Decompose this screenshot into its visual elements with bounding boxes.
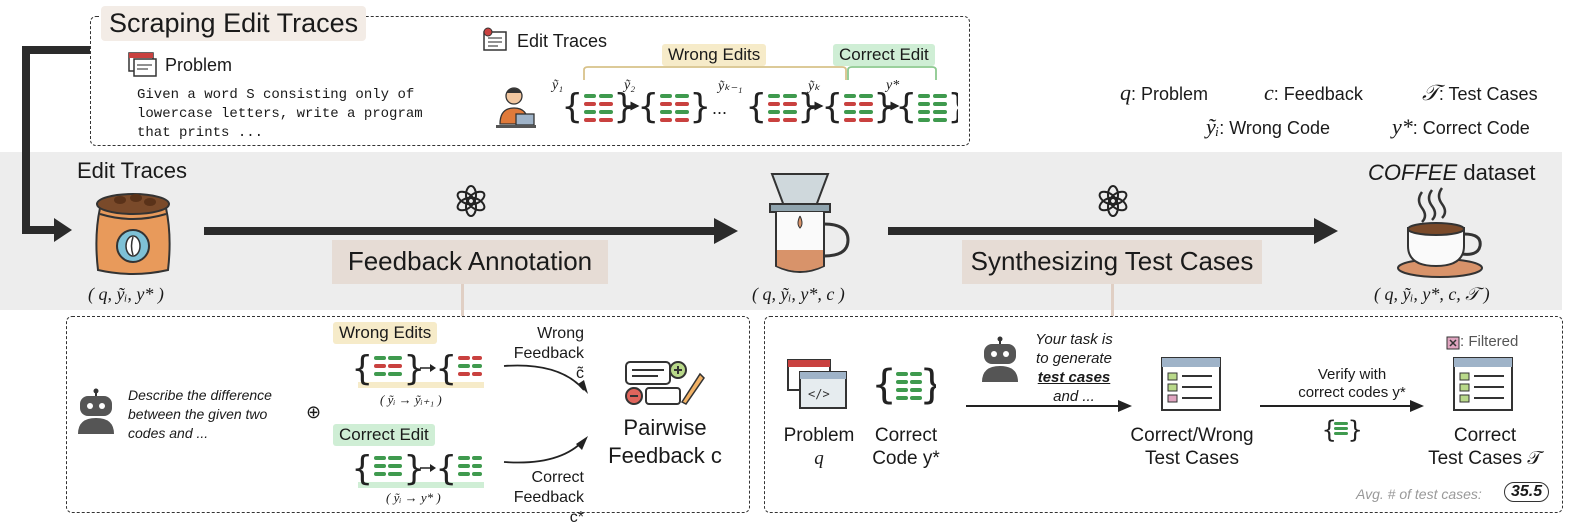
svg-text:{: { (1322, 416, 1336, 444)
legend-text-problem: : Problem (1131, 84, 1209, 104)
legend-text-feedback: : Feedback (1273, 84, 1363, 104)
svg-text:</>: </> (808, 387, 830, 401)
legend-row-2b: y*: Correct Code (1392, 114, 1530, 140)
task-arrow (966, 400, 1132, 412)
legend-symbol-t: 𝒯 (1422, 80, 1439, 105)
edit-traces-label: Edit Traces (77, 158, 188, 183)
svg-text:}: } (1348, 416, 1362, 444)
edit-traces-icon (483, 27, 507, 51)
correct-edit-pill: Correct Edit (333, 424, 435, 446)
pairwise-feedback-label: Pairwise Feedback c (608, 415, 722, 468)
correct-code-icon: { } (872, 362, 936, 408)
correct-edit-pill-top: Correct Edit (833, 44, 935, 66)
code-stack-icon: { } (1322, 416, 1362, 444)
edit-trace-sequence: { } { } (562, 87, 958, 127)
synth-stem (1111, 284, 1114, 316)
trace-symbol-k-1: ỹₖ₋₁ (718, 79, 743, 94)
avg-testcases-label: Avg. # of test cases: (1356, 486, 1482, 502)
problem-text: Given a word S consisting only of lowerc… (137, 87, 423, 141)
cw-testcases-label: Correct/Wrong Test Cases (1130, 425, 1254, 469)
pairwise-feedback-icon (625, 361, 705, 405)
connector-arrow (22, 46, 90, 242)
verify-label: Verify with correct codes y* (1298, 366, 1406, 401)
correct-edit-pair: { } { (352, 449, 484, 489)
stage3-tuple: ( q, ỹᵢ, y*, c, 𝒯 ) (1374, 284, 1490, 304)
pour-over-icon (769, 173, 850, 273)
svg-text:{: { (352, 449, 372, 489)
correct-testcases-label: Correct Test Cases 𝒯 (1428, 425, 1542, 469)
trace-ellipsis: ... (712, 98, 728, 118)
programmer-icon (496, 87, 536, 128)
legend-text-testcases: : Test Cases (1438, 84, 1538, 104)
trace-symbol-star: y* (886, 78, 900, 93)
correct-testcases-icon (1453, 357, 1513, 411)
problem-label: Problem (165, 55, 233, 75)
cw-testcases-icon (1161, 357, 1221, 411)
legend-text-correct: : Correct Code (1412, 118, 1530, 138)
edit-traces-label-top: Edit Traces (517, 31, 608, 51)
coffee-cup-icon (1397, 187, 1483, 278)
legend-symbol-yi: ỹᵢ (1206, 114, 1220, 139)
svg-text:}: } (920, 362, 936, 408)
trace-symbol-k: ỹₖ (808, 79, 821, 94)
legend-row-1b: c: Feedback (1264, 80, 1363, 106)
feedback-annotation-label: Feedback Annotation (347, 246, 593, 276)
wrong-edits-formula: ( ỹᵢ → ỹᵢ₊₁ ) (380, 392, 442, 407)
correct-edit-formula: ( ỹᵢ → y* ) (386, 490, 441, 505)
correct-feedback-label: Correct Feedback c* (513, 469, 584, 526)
synth-arrow (888, 218, 1338, 244)
robot-icon (78, 388, 114, 434)
svg-text:{: { (436, 349, 456, 389)
robot-icon-2 (982, 336, 1018, 382)
filtered-legend-icon (1446, 336, 1460, 350)
legend-symbol-ystar: y* (1392, 114, 1413, 139)
dataset-suffix: dataset (1457, 160, 1536, 185)
annotation-stem (461, 284, 464, 316)
legend-text-wrong: : Wrong Code (1219, 118, 1330, 138)
edit-brackets (583, 66, 937, 80)
problem-q-label: Problem q (783, 425, 855, 469)
openai-logo-icon (456, 185, 486, 217)
trace-symbol-1: ỹ₁ (552, 78, 564, 93)
annotation-arrow (204, 218, 738, 244)
correct-code-label: Correct Code y* (872, 425, 940, 469)
avg-testcases-value: 35.5 (1504, 482, 1550, 502)
wrong-edits-pill-top: Wrong Edits (662, 44, 767, 66)
openai-logo-icon-2 (1098, 185, 1128, 217)
testcase-detail-box (764, 316, 1563, 513)
legend-row-1: q: Problem (1120, 80, 1208, 106)
legend-row-2: ỹᵢ: Wrong Code (1206, 114, 1330, 140)
feedback-annotation-box (332, 240, 608, 284)
svg-text:}: } (404, 349, 424, 389)
dataset-name: COFFEE (1368, 160, 1458, 185)
legend-row-1c: 𝒯: Test Cases (1422, 80, 1538, 106)
stage2-tuple: ( q, ỹᵢ, y*, c ) (752, 284, 845, 304)
trace-symbol-2: ỹ₂ (624, 78, 636, 93)
plus-symbol: ⊕ (306, 402, 322, 422)
wrong-feedback-label: Wrong Feedback c̃ (513, 325, 584, 382)
svg-text:{: { (352, 349, 372, 389)
problem-window-icon (128, 52, 157, 77)
filtered-label: : Filtered (1460, 333, 1519, 350)
legend-symbol-q: q (1120, 80, 1131, 105)
feedback-curves (503, 364, 588, 464)
synth-label: Synthesizing Test Cases (970, 246, 1254, 276)
problem-windows-icon: </> (787, 359, 847, 409)
describe-prompt: Describe the difference between the give… (128, 387, 272, 441)
synth-box (962, 240, 1262, 284)
svg-text:}: } (404, 449, 424, 489)
legend-symbol-c: c (1264, 80, 1274, 105)
dataset-label: COFFEE dataset (1368, 160, 1536, 186)
coffee-bag-icon (95, 193, 171, 275)
svg-text:{: { (872, 362, 896, 408)
stage1-tuple: ( q, ỹᵢ, y* ) (88, 284, 164, 304)
task-prompt: Your task is to generate test cases and … (1035, 331, 1113, 405)
wrong-edit-pair: { } { (352, 349, 484, 389)
scraping-title: Scraping Edit Traces (101, 6, 367, 41)
feedback-detail-box (66, 316, 750, 513)
verify-arrow (1260, 400, 1424, 412)
scraping-box (90, 16, 970, 146)
svg-text:{: { (436, 449, 456, 489)
wrong-edits-pill: Wrong Edits (333, 322, 438, 344)
